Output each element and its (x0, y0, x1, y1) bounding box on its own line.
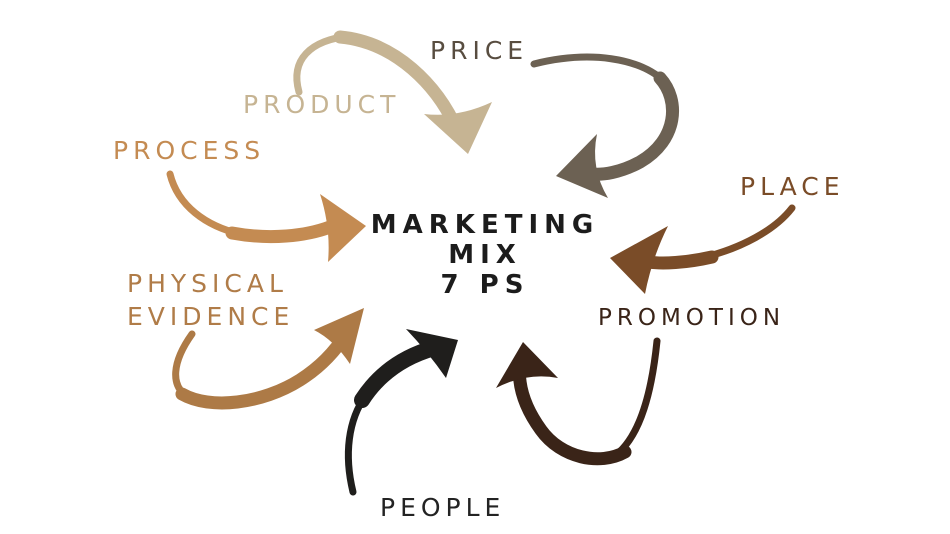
process-arrow (166, 170, 366, 262)
label-promotion: PROMOTION (598, 305, 786, 331)
product-arrow (293, 30, 492, 154)
center-title-line3: 7 PS (440, 270, 530, 300)
label-people: PEOPLE (380, 493, 506, 522)
physical-evidence-arrow (172, 308, 364, 410)
label-place: PLACE (740, 172, 845, 201)
label-physical-evidence: PHYSICAL EVIDENCE (127, 268, 294, 333)
center-title-line2: MIX (448, 240, 522, 270)
label-product: PRODUCT (243, 90, 401, 119)
label-physical-evidence-line2: EVIDENCE (127, 301, 295, 331)
label-price: PRICE (430, 36, 529, 65)
people-arrow (344, 329, 458, 496)
place-arrow (610, 204, 796, 294)
center-title-line1: MARKETING (370, 210, 600, 240)
center-title: MARKETING MIX 7 PS (365, 210, 605, 300)
promotion-arrow (496, 337, 661, 466)
label-process: PROCESS (113, 136, 266, 165)
price-arrow (530, 53, 679, 198)
label-physical-evidence-line1: PHYSICAL (127, 269, 288, 298)
